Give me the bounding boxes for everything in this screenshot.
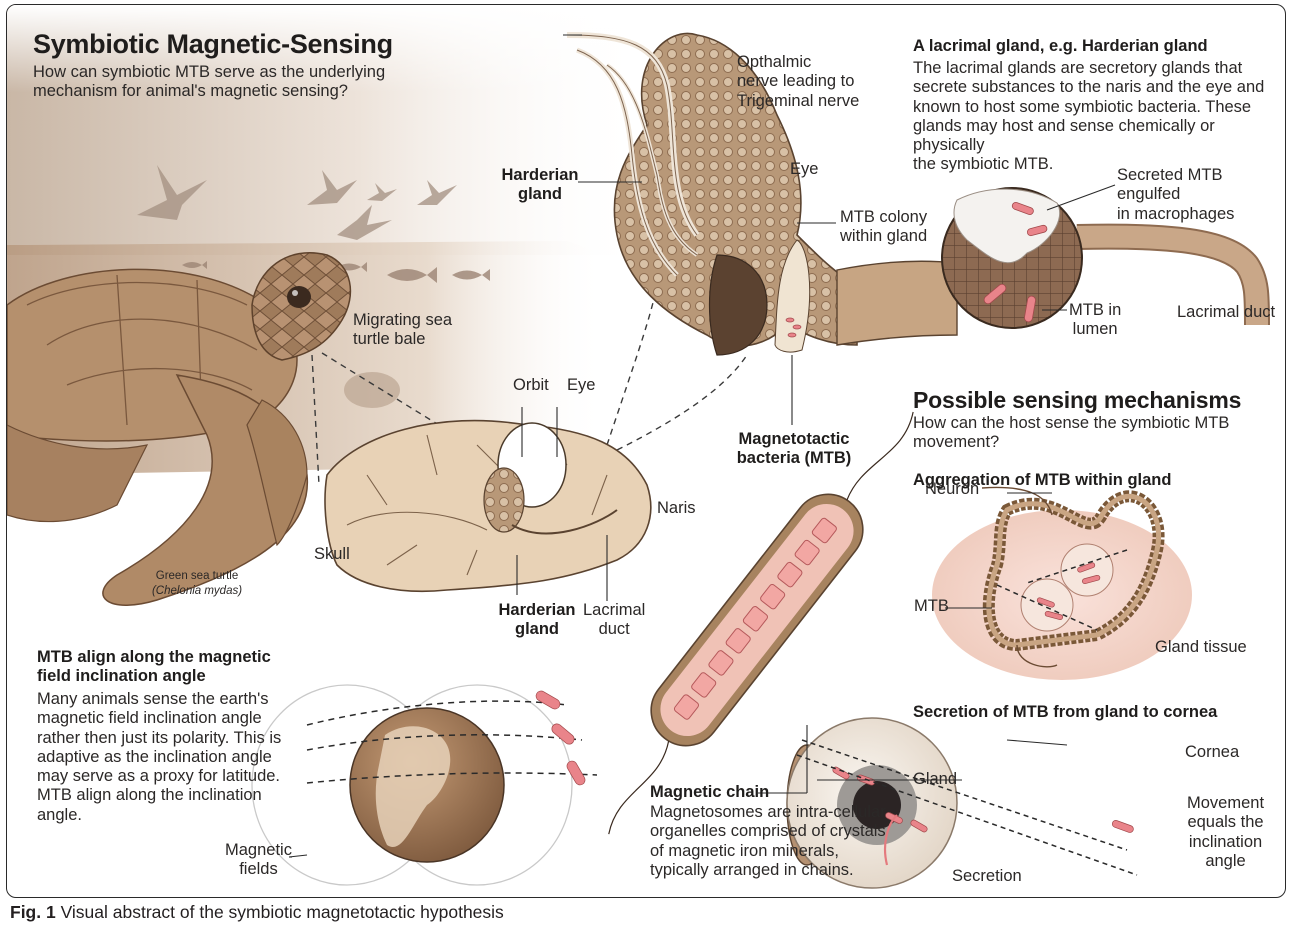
label-neuron: Neuron: [925, 480, 979, 499]
skull-harderian-gland: [484, 468, 524, 532]
inclination-heading: MTB align along the magnetic field incli…: [37, 648, 317, 687]
lumen-zoom-circle: [942, 188, 1082, 328]
label-mtb-colony: MTB colony within gland: [840, 208, 927, 247]
label-naris: Naris: [657, 499, 696, 518]
label-harderian-gland-skull: Harderian gland: [497, 601, 577, 640]
label-gland-tissue: Gland tissue: [1155, 638, 1247, 657]
caption-prefix: Fig. 1: [10, 902, 56, 922]
sensing-text: How can the host sense the symbiotic MTB…: [913, 414, 1233, 453]
secretion-heading: Secretion of MTB from gland to cornea: [913, 703, 1217, 722]
chain-text: Magnetosomes are intra-cellular organell…: [650, 803, 910, 880]
label-mtb-aggregation: MTB: [914, 597, 949, 616]
figure-frame: Symbiotic Magnetic-Sensing How can symbi…: [6, 4, 1286, 898]
label-opthalmic-nerve: Opthalmic nerve leading to Trigeminal ne…: [737, 53, 859, 111]
label-magnetic-fields: Magnetic fields: [225, 841, 292, 880]
label-turtle-latin: (Chelonia mydas): [132, 585, 262, 598]
label-gland: Gland: [913, 770, 957, 789]
label-secreted-mtb: Secreted MTB engulfed in macrophages: [1117, 166, 1285, 224]
label-mtb-in-lumen: MTB in lumen: [1069, 301, 1121, 340]
subtitle: How can symbiotic MTB serve as the under…: [33, 63, 453, 102]
label-mtb-bacteria: Magnetotactic bacteria (MTB): [729, 430, 859, 469]
inclination-text: Many animals sense the earth's magnetic …: [37, 690, 327, 825]
label-orbit: Orbit: [513, 376, 549, 395]
label-turtle-name: Green sea turtle: [132, 570, 262, 583]
figure-caption: Fig. 1 Visual abstract of the symbiotic …: [10, 902, 504, 923]
turtle-skull: [325, 421, 651, 592]
label-skull: Skull: [314, 545, 350, 564]
title: Symbiotic Magnetic-Sensing: [33, 29, 393, 61]
lacrimal-heading: A lacrimal gland, e.g. Harderian gland: [913, 37, 1208, 56]
lacrimal-text: The lacrimal glands are secretory glands…: [913, 59, 1283, 175]
label-lacrimal-duct-skull: Lacrimal duct: [583, 601, 645, 640]
label-migrating-turtles: Migrating sea turtle bale: [353, 311, 452, 350]
label-lacrimal-duct: Lacrimal duct: [1177, 303, 1275, 322]
sensing-heading: Possible sensing mechanisms: [913, 387, 1241, 414]
chain-heading: Magnetic chain: [650, 783, 769, 802]
label-eye-top: Eye: [790, 160, 818, 179]
label-cornea: Cornea: [1185, 743, 1239, 762]
caption-text: Visual abstract of the symbiotic magneto…: [56, 902, 504, 922]
label-eye-skull: Eye: [567, 376, 595, 395]
label-movement: Movement equals the inclination angle: [1187, 794, 1264, 871]
aggregation-gland: [932, 487, 1192, 680]
label-harderian-gland-top: Harderian gland: [500, 166, 580, 205]
label-secretion: Secretion: [952, 867, 1022, 886]
